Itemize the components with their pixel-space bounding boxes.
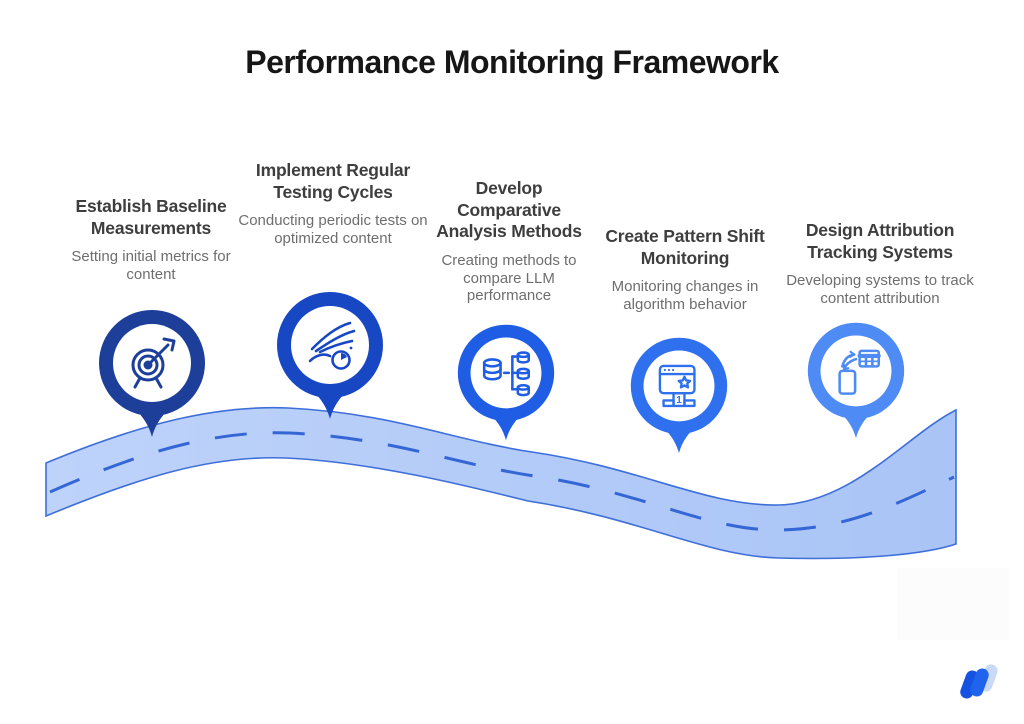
milestone-4-pin: 1 — [630, 337, 728, 454]
milestone-3-description: Creating methods to compare LLM performa… — [441, 252, 577, 305]
milestone-3-title: Develop Comparative Analysis Methods — [436, 178, 582, 242]
milestone-4-description: Monitoring changes in algorithm behavior — [611, 278, 759, 314]
brand-logo — [960, 664, 998, 699]
road-surface — [45, 406, 957, 560]
device-table-sync-icon — [838, 349, 881, 395]
milestone-2-pin — [277, 292, 383, 419]
podium-rank-label: 1 — [676, 395, 682, 406]
milestone-5-text: Design Attribution Tracking Systems Deve… — [782, 220, 978, 308]
milestone-2-title: Implement Regular Testing Cycles — [255, 160, 411, 202]
milestone-4-text: Create Pattern Shift Monitoring Monitori… — [600, 226, 770, 314]
milestone-1-title: Establish Baseline Measurements — [75, 196, 227, 238]
watermark-block — [897, 568, 1009, 640]
milestone-1-text: Establish Baseline Measurements Setting … — [48, 196, 254, 284]
milestone-2-text: Implement Regular Testing Cycles Conduct… — [238, 160, 428, 248]
wind-clock-icon — [308, 321, 356, 370]
page-title: Performance Monitoring Framework — [245, 44, 779, 80]
database-split-icon — [482, 351, 530, 397]
milestone-3-pin — [457, 324, 555, 441]
milestone-1-description: Setting initial metrics for content — [71, 248, 231, 284]
milestone-4-title: Create Pattern Shift Monitoring — [605, 226, 765, 268]
milestone-1-pin — [99, 310, 205, 437]
road-centerline — [49, 431, 955, 532]
logo-right-bar — [970, 668, 989, 697]
logo-left-bar — [960, 670, 979, 699]
milestone-5-pin — [807, 322, 905, 439]
ranking-browser-icon: 1 — [658, 364, 696, 408]
milestone-5-description: Developing systems to track content attr… — [786, 272, 974, 308]
milestone-5-title: Design Attribution Tracking Systems — [805, 220, 955, 262]
target-dart-icon — [131, 337, 176, 389]
milestone-2-description: Conducting periodic tests on optimized c… — [238, 212, 428, 248]
milestone-3-text: Develop Comparative Analysis Methods Cre… — [428, 178, 590, 305]
